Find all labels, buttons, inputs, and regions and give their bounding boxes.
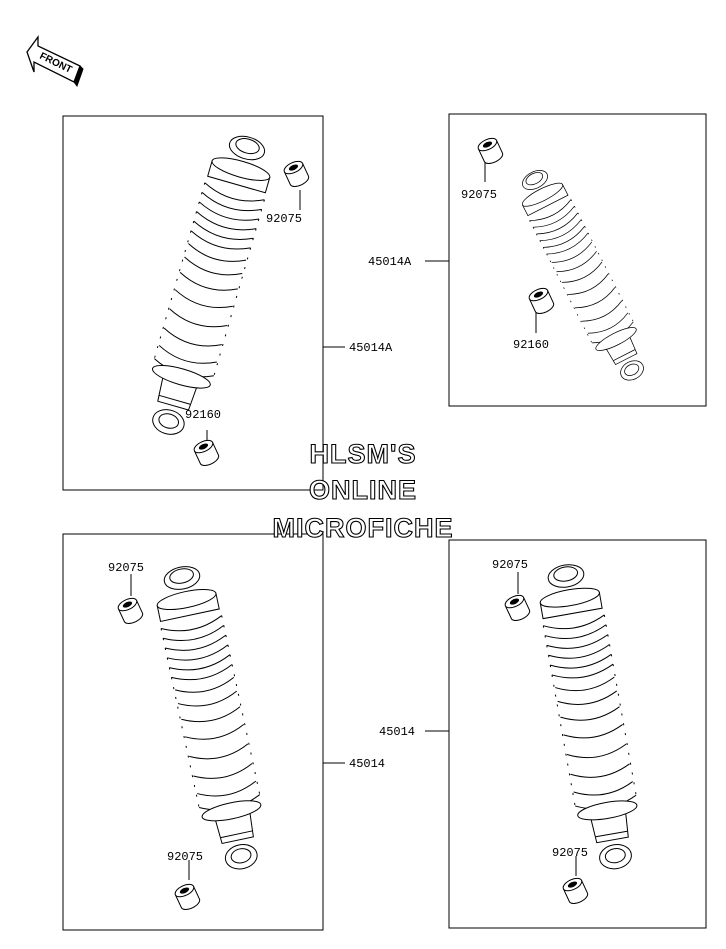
panel-frame: [62, 115, 324, 491]
watermark: HLSM'S ONLINE MICROFICHE: [272, 438, 454, 543]
bushing-icon: [475, 135, 506, 167]
callout-45014: 45014: [379, 725, 415, 739]
bushing-icon: [191, 437, 222, 469]
bushing-icon: [526, 285, 557, 317]
shock-absorber: [148, 560, 275, 876]
callout-92160: 92160: [513, 338, 549, 352]
bushing-icon: [281, 158, 312, 190]
callout-92075: 92075: [461, 188, 497, 202]
bushing-icon: [115, 595, 146, 627]
shock-absorber: [533, 559, 649, 875]
callout-92075: 92075: [108, 561, 144, 575]
shock-absorber: [134, 128, 281, 443]
panel-frame: [448, 113, 707, 407]
bushing-icon: [502, 592, 533, 624]
callout-92160: 92160: [185, 408, 221, 422]
panel-top-left: 92075 92160 45014A: [62, 115, 393, 491]
callout-92075: 92075: [167, 850, 203, 864]
panel-frame: [448, 539, 707, 929]
shock-absorber: [510, 161, 658, 390]
callout-45014: 45014: [349, 757, 385, 771]
callout-92075: 92075: [552, 846, 588, 860]
callout-92075: 92075: [266, 212, 302, 226]
bushing-icon: [560, 875, 591, 907]
watermark-line-1: HLSM'S: [310, 439, 417, 469]
callout-92075: 92075: [492, 558, 528, 572]
panel-top-right: 92075 92160 45014A: [368, 113, 707, 407]
panel-bottom-left: 92075 92075 45014: [62, 533, 385, 931]
callout-45014a: 45014A: [349, 341, 393, 355]
watermark-line-3: MICROFICHE: [273, 513, 454, 543]
bushing-icon: [172, 881, 203, 913]
watermark-line-2: ONLINE: [309, 475, 417, 505]
panel-frame: [62, 533, 324, 931]
front-arrow-icon: FRONT: [26, 35, 84, 88]
panel-bottom-right: 92075 92075 45014: [379, 539, 707, 929]
callout-45014a: 45014A: [368, 255, 412, 269]
